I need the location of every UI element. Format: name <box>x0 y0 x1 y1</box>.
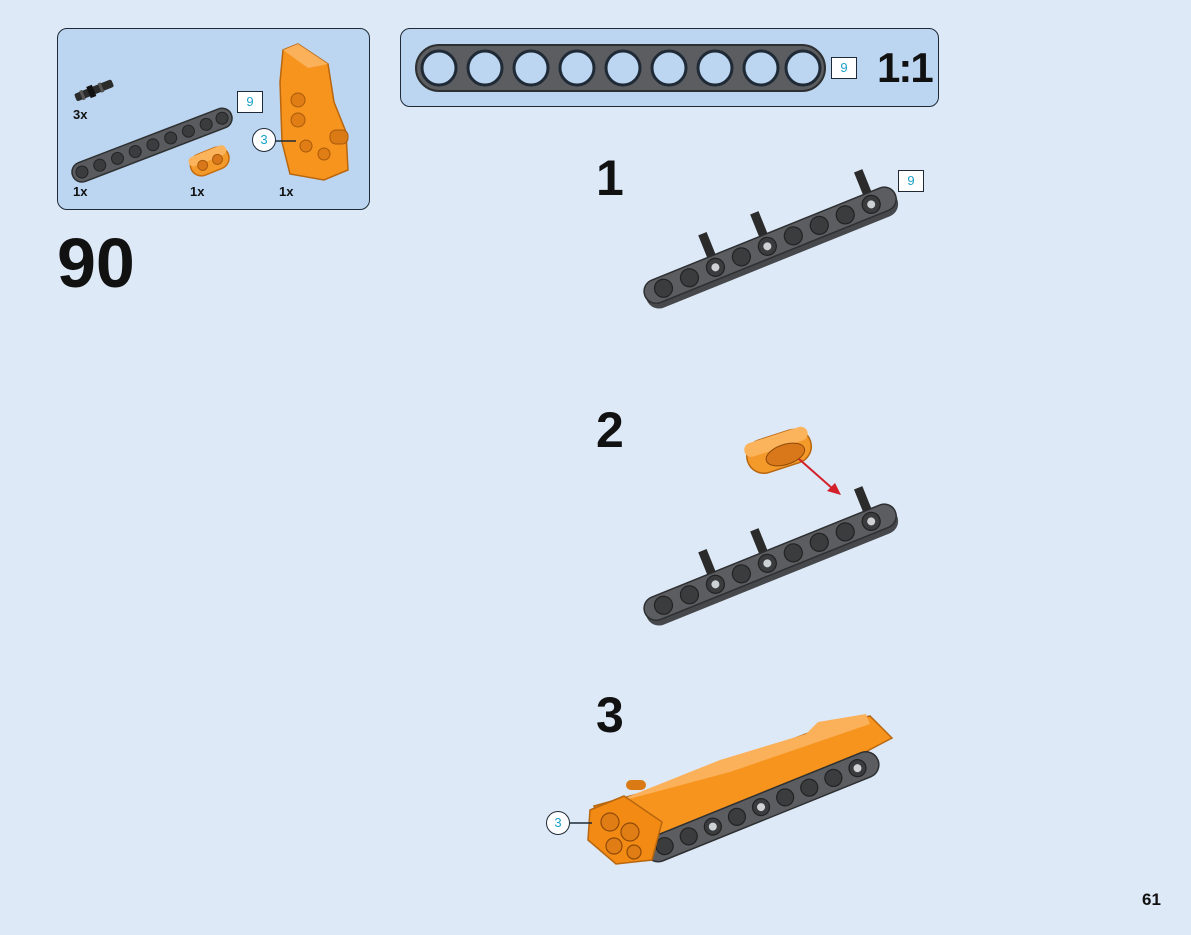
substep-3-callout: 3 <box>546 811 570 835</box>
beam-ruler-image <box>415 44 826 92</box>
orange-panel-part-image <box>268 43 349 181</box>
substep-2-number: 2 <box>596 402 624 458</box>
page-number: 61 <box>1142 890 1161 909</box>
substep-3-number: 3 <box>596 687 624 743</box>
substep-3-assembly-image <box>570 714 894 865</box>
axle-pin-image <box>74 79 114 101</box>
beam-qty: 1x <box>73 184 88 199</box>
axle-pin-qty: 3x <box>73 107 88 122</box>
orange-connector-qty: 1x <box>190 184 205 199</box>
substep-2-connector-image <box>744 426 813 475</box>
step-number: 90 <box>57 224 135 302</box>
substep-1-number: 1 <box>596 150 624 206</box>
scale-label: 1:1 <box>877 44 934 91</box>
beam-length-box: 9 <box>237 91 263 113</box>
orange-panel-qty: 1x <box>279 184 294 199</box>
substep-1-assembly-image <box>643 169 899 309</box>
substep-2-assembly-image <box>643 486 899 626</box>
orange-panel-callout: 3 <box>252 128 276 152</box>
substep-1-length-box: 9 <box>898 170 924 192</box>
orange-connector-image <box>188 145 230 177</box>
ruler-length-box: 9 <box>831 57 857 79</box>
beam-part-image <box>71 107 233 183</box>
substep-2-insert-arrow <box>798 458 841 495</box>
